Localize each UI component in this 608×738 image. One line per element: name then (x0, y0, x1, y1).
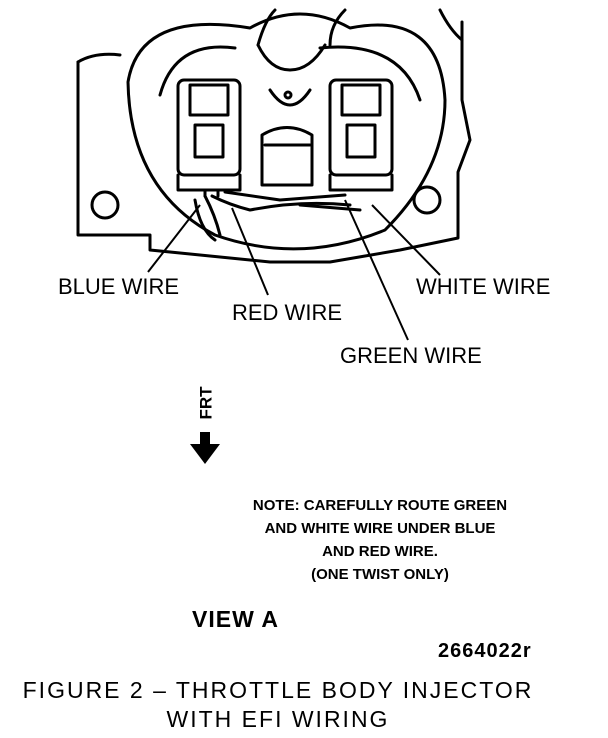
center-post (256, 8, 347, 72)
green-wire-label: GREEN WIRE (340, 343, 482, 368)
caption-line-2: WITH EFI WIRING (166, 706, 390, 732)
blue-wire-label: BLUE WIRE (58, 274, 180, 299)
view-label: VIEW A (192, 606, 279, 632)
red-wire-label: RED WIRE (232, 300, 342, 325)
white-wire-label: WHITE WIRE (416, 274, 551, 299)
leader-blue-wire (147, 204, 201, 273)
note-line-4: (ONE TWIST ONLY) (311, 566, 449, 583)
left-bolt-hole (90, 190, 120, 220)
note-line-3: AND RED WIRE. (322, 543, 438, 560)
throttle-bore (126, 12, 447, 251)
wire-bundle (203, 194, 352, 237)
wiring-note: NOTE: CAREFULLY ROUTE GREEN AND WHITE WI… (200, 494, 560, 586)
figure-caption: FIGURE 2 – THROTTLE BODY INJECTOR WITH E… (0, 676, 582, 734)
middle-block (260, 126, 314, 187)
note-line-1: NOTE: CAREFULLY ROUTE GREEN (252, 497, 508, 514)
front-arrow-icon (190, 432, 220, 464)
leader-red-wire (231, 207, 269, 296)
housing-outline (76, 20, 472, 264)
figure-code: 2664022r (438, 640, 532, 662)
left-injector-connector (176, 78, 242, 198)
front-label: FRT (196, 386, 216, 420)
caption-line-1: FIGURE 2 – THROTTLE BODY INJECTOR (22, 677, 534, 703)
right-injector-connector (328, 78, 394, 192)
note-line-2: AND WHITE WIRE UNDER BLUE (264, 520, 496, 537)
right-bolt-hole (412, 185, 442, 215)
leader-green-wire (344, 199, 409, 341)
leader-white-wire (371, 204, 441, 276)
